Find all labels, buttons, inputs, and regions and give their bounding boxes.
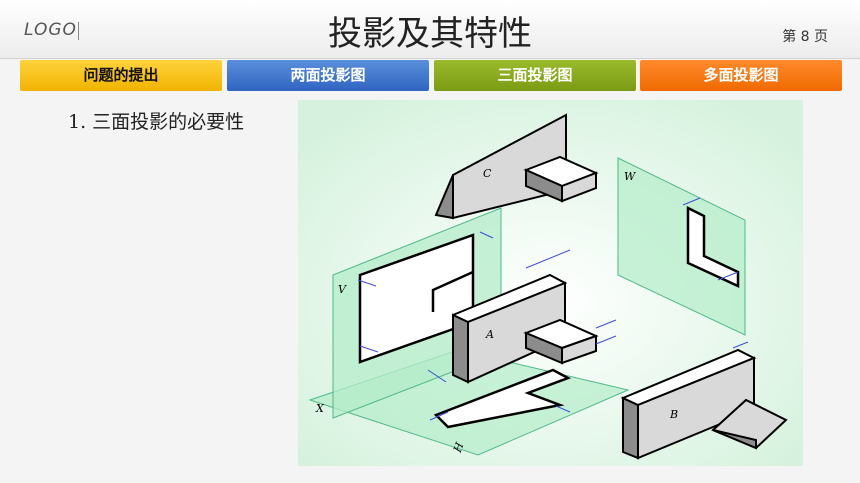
page-title: 投影及其特性	[328, 14, 532, 54]
page-number: 第 8 页	[782, 29, 828, 45]
logo: LOGO	[24, 20, 77, 40]
projection-guides	[357, 197, 749, 421]
label-a: A	[485, 328, 494, 341]
label-v: V	[338, 283, 347, 296]
object-b	[622, 396, 639, 460]
section-heading: 1. 三面投影的必要性	[68, 111, 245, 133]
tab-multi-view-projection[interactable]: 多面投影图	[640, 60, 842, 91]
label-x: X	[315, 402, 325, 415]
projection-figure: C W V A X B H	[298, 100, 803, 466]
label-w: W	[624, 170, 637, 183]
header-bar: LOGO 投影及其特性 第 8 页	[0, 0, 860, 59]
logo-divider	[78, 22, 79, 40]
tab-three-view-projection[interactable]: 三面投影图	[434, 60, 636, 91]
tab-problem-statement[interactable]: 问题的提出	[20, 60, 222, 91]
label-c: C	[483, 167, 492, 180]
label-b: B	[669, 408, 678, 421]
projection-diagram: C W V A X B H	[298, 100, 803, 466]
tab-two-view-projection[interactable]: 两面投影图	[227, 60, 429, 91]
label-h: H	[451, 440, 467, 455]
w-plane	[617, 157, 746, 336]
